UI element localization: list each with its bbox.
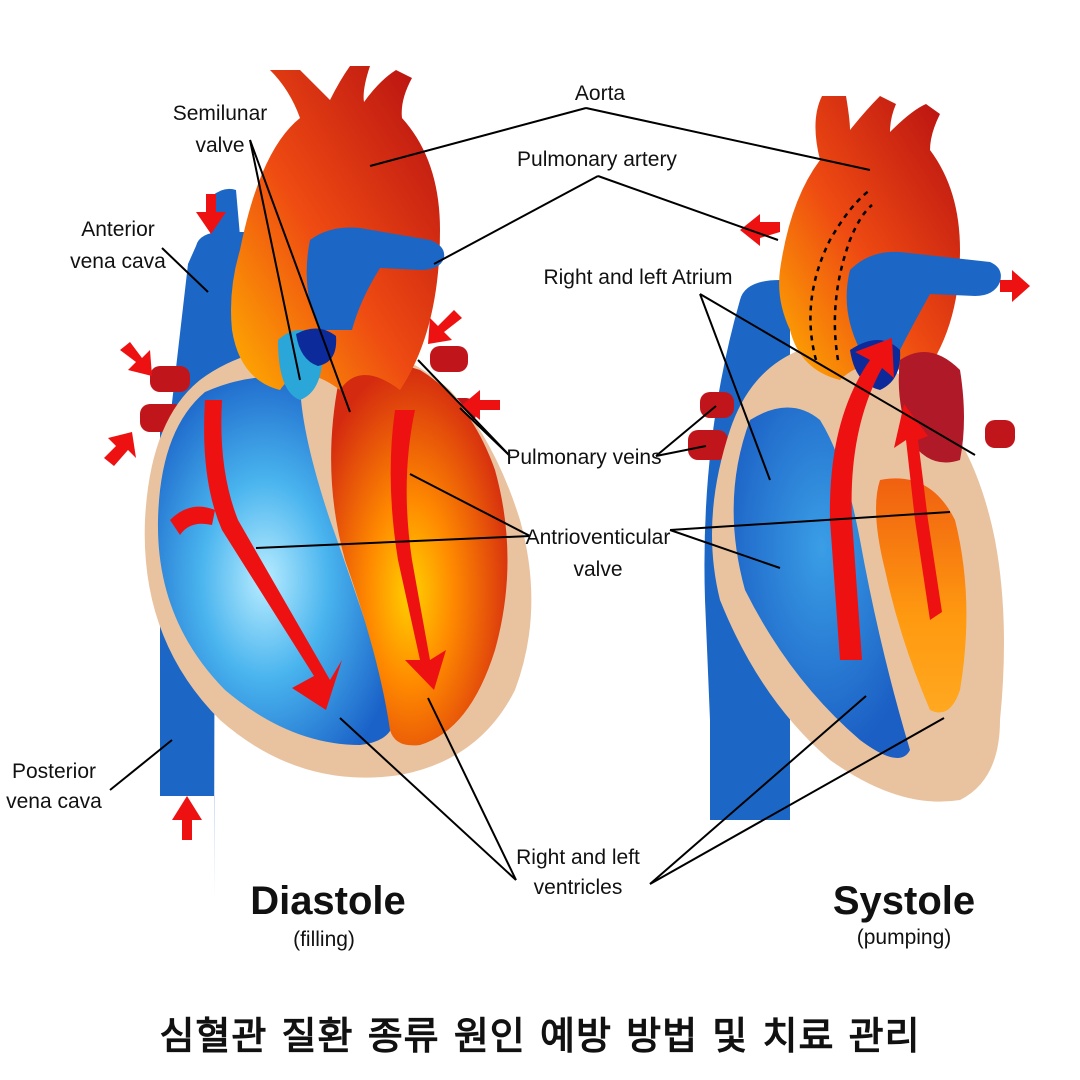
label-right-left-atrium: Right and left Atrium xyxy=(543,266,732,289)
systole-right-ventricle xyxy=(733,407,910,758)
diastole-subtitle: (filling) xyxy=(293,928,355,951)
systole-left-arrow xyxy=(894,404,942,620)
label-ventricles-line1: Right and left xyxy=(516,846,640,869)
label-anterior-line2: vena cava xyxy=(70,250,166,273)
labels: Aorta Pulmonary artery Semilunar valve A… xyxy=(6,82,975,951)
diastole-heart xyxy=(104,66,532,900)
diastole-title: Diastole xyxy=(250,879,406,923)
label-av-line1: Antrioventicular xyxy=(526,526,671,549)
systole-pulmonary-artery xyxy=(846,251,1001,350)
label-ventricles-line2: ventricles xyxy=(534,876,623,899)
label-aorta: Aorta xyxy=(575,82,626,105)
label-posterior-line1: Posterior xyxy=(12,760,96,783)
diastole-right-arrow xyxy=(204,400,342,710)
label-semilunar-line1: Semilunar xyxy=(173,102,268,125)
systole-right-arrow xyxy=(829,338,894,660)
diastole-left-ventricle xyxy=(331,363,508,746)
systole-title: Systole xyxy=(833,879,975,923)
systole-heart xyxy=(688,96,1030,820)
diastole-pulmonary-artery xyxy=(306,227,445,330)
label-anterior-line1: Anterior xyxy=(81,218,155,241)
diastole-left-arrow xyxy=(390,410,446,690)
systole-subtitle: (pumping) xyxy=(857,926,952,949)
diastole-aorta xyxy=(231,66,440,390)
label-av-line2: valve xyxy=(573,558,622,581)
systole-left-ventricle xyxy=(876,478,967,713)
page-title: 심혈관 질환 종류 원인 예방 방법 및 치료 관리 xyxy=(159,1014,921,1058)
label-pulmonary-veins: Pulmonary veins xyxy=(506,446,661,469)
label-semilunar-line2: valve xyxy=(195,134,244,157)
leader-lines xyxy=(109,107,976,885)
label-posterior-line2: vena cava xyxy=(6,790,102,813)
label-pulmonary-artery: Pulmonary artery xyxy=(517,148,677,171)
